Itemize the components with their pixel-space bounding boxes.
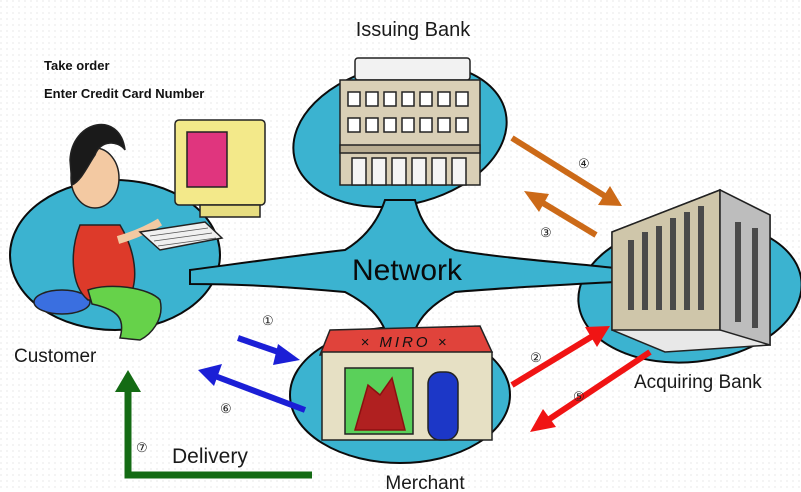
step-7-label: ⑦ [136, 440, 148, 455]
acquiring-bank-label: Acquiring Bank [634, 372, 762, 393]
computer-icon [138, 119, 266, 251]
step-4-label: ④ [578, 156, 590, 171]
customer-person-icon [33, 123, 163, 341]
merchant-label: Merchant [385, 473, 465, 492]
note-take-order: Take order [44, 58, 110, 73]
step-6-label: ⑥ [220, 401, 232, 416]
merchant-shop-icon [318, 325, 494, 441]
customer-label: Customer [14, 346, 97, 367]
step-3-label: ③ [540, 225, 552, 240]
step-1-label: ① [262, 313, 274, 328]
step-2-label: ② [530, 350, 542, 365]
delivery-label: Delivery [172, 445, 248, 468]
step-5-label: ⑤ [573, 389, 585, 404]
network-label: Network [352, 254, 463, 287]
shop-sign-text: × MIRO × [360, 334, 449, 351]
arrows [115, 135, 652, 479]
acquiring-bank-building-icon [611, 188, 771, 353]
issuing-bank-label: Issuing Bank [356, 19, 472, 41]
note-enter-card: Enter Credit Card Number [44, 86, 204, 101]
issuing-bank-building-icon [339, 57, 481, 186]
